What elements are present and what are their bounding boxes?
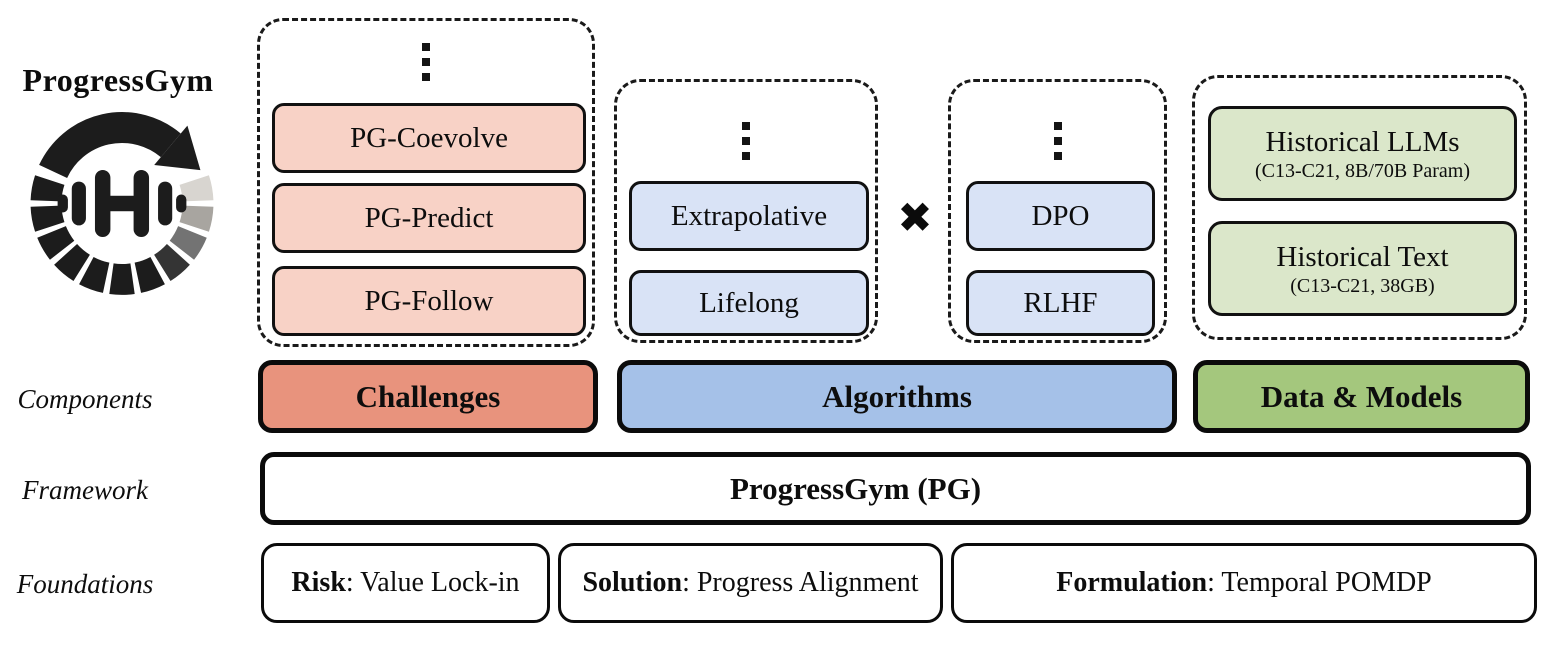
framework-band: ProgressGym (PG) <box>260 452 1531 525</box>
foundation-text: : Value Lock-in <box>345 567 520 598</box>
framework-label: ProgressGym (PG) <box>729 470 982 506</box>
algorithm-item: Extrapolative <box>629 181 869 251</box>
row-label-foundations: Foundations <box>16 569 154 599</box>
challenge-item: PG-Predict <box>272 183 586 253</box>
data-item-title: Historical LLMs <box>1265 126 1460 159</box>
progressgym-logo-icon <box>30 112 214 295</box>
foundation-formulation: Formulation: Temporal POMDP <box>951 543 1537 623</box>
foundation-keyword: Formulation <box>1056 567 1208 598</box>
brand-title: ProgressGym <box>22 62 214 98</box>
cross-product-icon: ✖ <box>897 193 933 242</box>
vertical-ellipsis-icon <box>742 122 750 160</box>
components-data-models-band: Data & Models <box>1193 360 1530 433</box>
data-models-group: Historical LLMs (C13-C21, 8B/70B Param) … <box>1192 75 1527 340</box>
challenges-suite-group: PG-Coevolve PG-Predict PG-Follow <box>257 18 595 347</box>
optimizer-family-group: DPO RLHF <box>948 79 1167 343</box>
foundation-keyword: Risk <box>291 567 346 598</box>
row-label-framework: Framework <box>22 475 148 505</box>
data-item-subtitle: (C13-C21, 8B/70B Param) <box>1255 159 1470 182</box>
foundation-text: : Temporal POMDP <box>1207 567 1432 598</box>
components-challenges-band: Challenges <box>258 360 598 433</box>
algorithm-family-group: Extrapolative Lifelong <box>614 79 878 343</box>
algorithm-item: DPO <box>966 181 1155 251</box>
data-item-title: Historical Text <box>1276 241 1449 274</box>
foundation-risk: Risk: Value Lock-in <box>261 543 550 623</box>
foundation-keyword: Solution <box>582 567 683 598</box>
vertical-ellipsis-icon <box>422 43 430 81</box>
challenge-item: PG-Coevolve <box>272 103 586 173</box>
data-item: Historical LLMs (C13-C21, 8B/70B Param) <box>1208 106 1517 201</box>
dumbbell-icon <box>57 170 187 237</box>
foundation-text: : Progress Alignment <box>682 567 919 598</box>
data-item-subtitle: (C13-C21, 38GB) <box>1290 274 1435 297</box>
row-label-components: Components <box>17 384 153 414</box>
algorithm-item: Lifelong <box>629 270 869 336</box>
components-algorithms-band: Algorithms <box>617 360 1177 433</box>
foundation-solution: Solution: Progress Alignment <box>558 543 943 623</box>
challenge-item: PG-Follow <box>272 266 586 336</box>
vertical-ellipsis-icon <box>1053 122 1062 160</box>
data-item: Historical Text (C13-C21, 38GB) <box>1208 221 1517 316</box>
algorithm-item: RLHF <box>966 270 1155 336</box>
